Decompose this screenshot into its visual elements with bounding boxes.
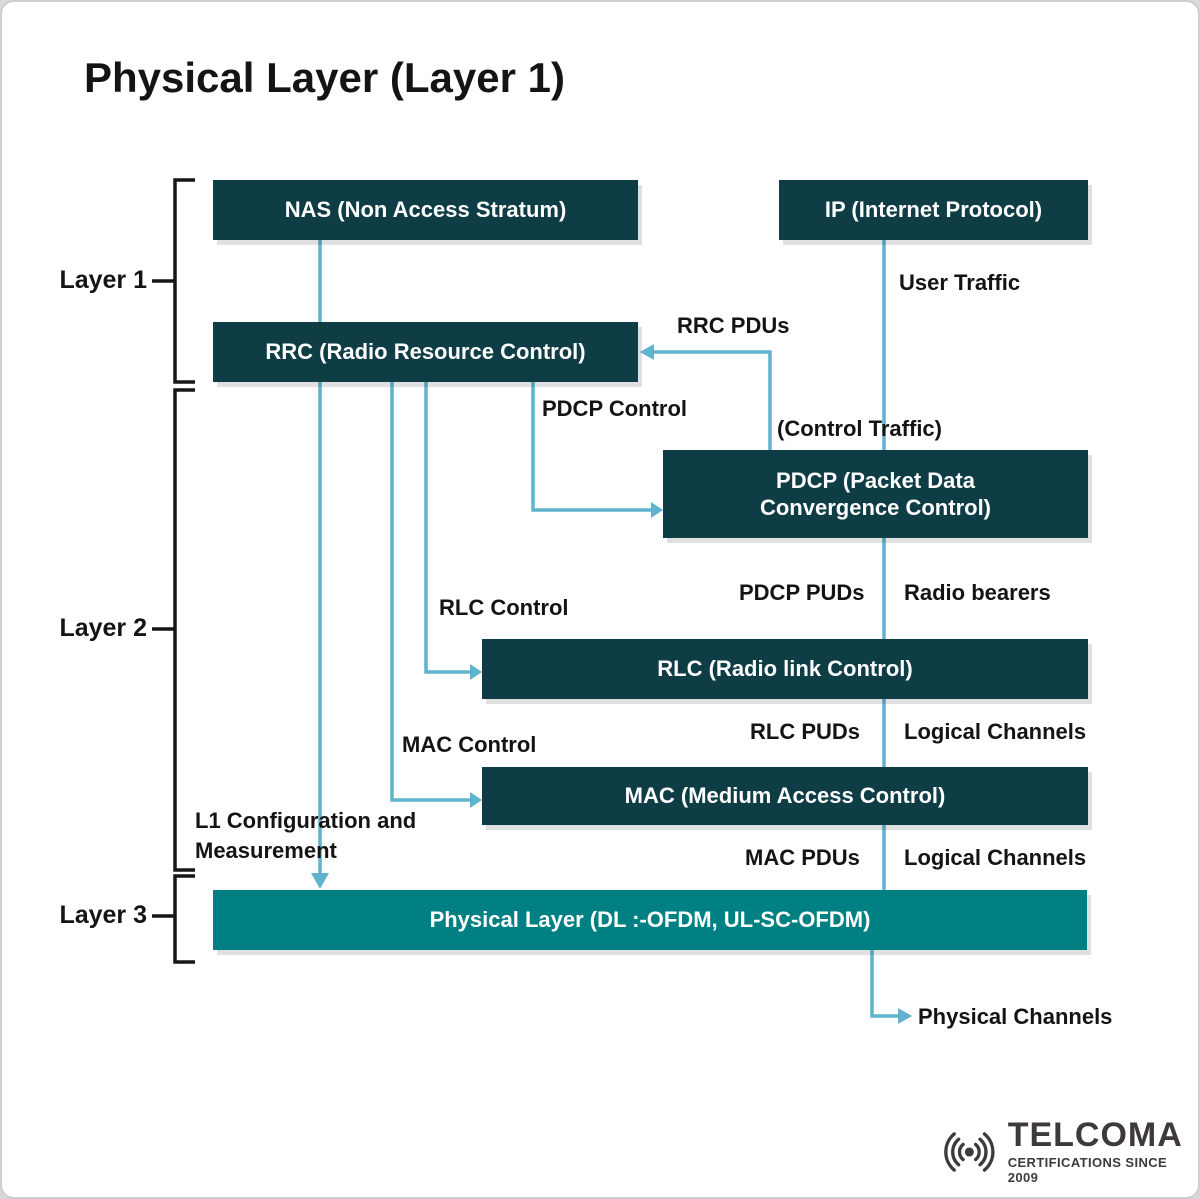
telcoma-logo: TELCOMA CERTIFICATIONS SINCE 2009 [935, 1118, 1198, 1185]
mac-pdus-label: MAC PDUs [745, 845, 860, 870]
control-traffic-label: (Control Traffic) [777, 416, 942, 441]
logical-channels-label-2: Logical Channels [904, 845, 1087, 870]
physical-layer-box: Physical Layer (DL :-OFDM, UL-SC-OFDM) [213, 890, 1087, 950]
rlc-box-label: RLC (Radio link Control) [657, 656, 913, 682]
page-title: Physical Layer (Layer 1) [84, 54, 565, 101]
rlc-puds-label: RLC PUDs [750, 719, 861, 744]
layer1-bracket [152, 178, 195, 384]
layer3-label: Layer 3 [59, 901, 147, 929]
pdcp-box: PDCP (Packet Data Convergence Control) [663, 450, 1088, 538]
rrc-pdus-connector [654, 350, 772, 450]
rrc-pdus-label: RRC PDUs [677, 313, 790, 338]
mac-control-label: MAC Control [402, 732, 537, 757]
pdcp-control-label: PDCP Control [542, 396, 688, 421]
user-traffic-label: User Traffic [899, 270, 1021, 295]
nas-box: NAS (Non Access Stratum) [213, 180, 638, 240]
mac-control-connector [390, 382, 470, 802]
pdcp-control-connector [531, 382, 651, 512]
arrowhead-left-rrc [640, 344, 654, 360]
rrc-box: RRC (Radio Resource Control) [213, 322, 638, 382]
layer2-bracket [152, 388, 195, 872]
physical-channels-connector [870, 950, 898, 1018]
ip-box: IP (Internet Protocol) [779, 180, 1088, 240]
layer3-bracket [152, 874, 195, 964]
logo-tagline: CERTIFICATIONS SINCE 2009 [1007, 1155, 1168, 1185]
layer1-label: Layer 1 [59, 266, 147, 294]
radio-bearers-label: Radio bearers [904, 580, 1051, 605]
pdcp-box-label: PDCP (Packet Data Convergence Control) [759, 467, 992, 521]
pdcp-puds-label: PDCP PUDs [739, 580, 865, 605]
ip-box-label: IP (Internet Protocol) [824, 197, 1043, 223]
logical-channels-label-1: Logical Channels [904, 719, 1087, 744]
nas-box-label: NAS (Non Access Stratum) [284, 197, 567, 223]
mac-box-label: MAC (Medium Access Control) [624, 783, 946, 809]
rrc-box-label: RRC (Radio Resource Control) [265, 339, 586, 365]
physical-channels-label: Physical Channels [918, 1004, 1113, 1029]
l1-config-label: L1 Configuration and Measurement [195, 808, 417, 863]
layer2-label: Layer 2 [59, 614, 147, 642]
arrowhead-right-pdcp [651, 502, 663, 518]
rlc-control-label: RLC Control [439, 595, 569, 620]
arrowhead-right-physical-channels [898, 1008, 912, 1024]
logo-name: TELCOMA [1007, 1116, 1183, 1154]
physical-layer-box-label: Physical Layer (DL :-OFDM, UL-SC-OFDM) [429, 907, 871, 933]
arrowhead-down-physical [311, 873, 329, 889]
rlc-box: RLC (Radio link Control) [482, 639, 1088, 699]
mac-box: MAC (Medium Access Control) [482, 767, 1088, 825]
signal-waves-icon [944, 1131, 995, 1172]
arrowhead-right-rlc [470, 664, 482, 680]
rlc-control-connector [424, 382, 470, 674]
arrowhead-right-mac [470, 792, 482, 808]
